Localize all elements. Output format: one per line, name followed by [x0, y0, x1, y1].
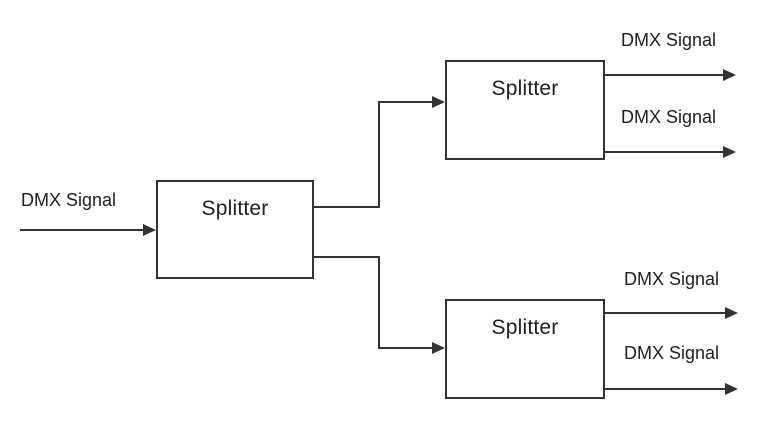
branch-top-segment-3 [378, 101, 432, 103]
splitter-main-box: Splitter [156, 180, 314, 279]
output-signal-label-3: DMX Signal [624, 269, 720, 289]
splitter-bottom-label: Splitter [491, 316, 559, 339]
branch-bottom-segment-1 [314, 256, 380, 258]
splitter-bottom-box: Splitter [445, 299, 605, 399]
output-line-2 [605, 151, 724, 153]
branch-top-segment-1 [314, 206, 380, 208]
input-signal-label: DMX Signal [21, 190, 117, 210]
branch-bottom-segment-2 [378, 256, 380, 349]
output-line-4 [605, 388, 726, 390]
branch-bottom-arrowhead-icon [432, 342, 445, 354]
output-arrowhead-icon-2 [723, 146, 736, 158]
output-arrowhead-icon-1 [723, 69, 736, 81]
output-line-3 [605, 312, 726, 314]
input-arrowhead-icon [143, 224, 156, 236]
output-signal-label-4: DMX Signal [624, 343, 720, 363]
output-line-1 [605, 74, 724, 76]
splitter-main-label: Splitter [201, 197, 269, 220]
splitter-top-box: Splitter [445, 60, 605, 160]
branch-top-arrowhead-icon [432, 96, 445, 108]
output-arrowhead-icon-4 [725, 383, 738, 395]
input-connector-line [20, 229, 144, 231]
branch-bottom-segment-3 [378, 347, 432, 349]
output-arrowhead-icon-3 [725, 307, 738, 319]
branch-top-segment-2 [378, 101, 380, 208]
output-signal-label-1: DMX Signal [621, 30, 717, 50]
splitter-top-label: Splitter [491, 77, 559, 100]
output-signal-label-2: DMX Signal [621, 107, 717, 127]
